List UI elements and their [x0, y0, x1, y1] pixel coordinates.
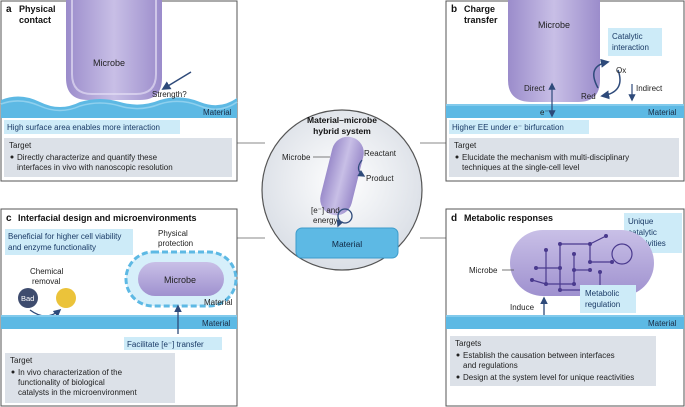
center-title: Material–microbe: [307, 115, 377, 125]
microbe-label: Microbe: [469, 266, 498, 275]
panel-a: Microbe Material Strength? a Physical co…: [0, 0, 238, 182]
benefit-text: Beneficial for higher cell viability: [8, 232, 121, 241]
panel-title: transfer: [464, 15, 498, 25]
unique-label: catalytic: [628, 228, 657, 237]
panel-b: Microbe Material b Charge transfer Catal…: [445, 0, 685, 182]
highlight-text: Higher EE under e⁻ birfurcation: [452, 123, 564, 132]
catalytic-label: Catalytic: [612, 32, 643, 41]
ox-label: Ox: [616, 66, 626, 75]
unique-label: Unique: [628, 217, 654, 226]
benefit-text: and enzyme functionality: [8, 243, 96, 252]
good-molecule: [56, 288, 76, 308]
target-item: techniques at the single-cell level: [462, 163, 580, 172]
microbe-cell: [138, 262, 224, 296]
target-item: interfaces in vivo with nanoscopic resol…: [17, 163, 173, 172]
center-hub: Material–microbe hybrid system Microbe R…: [261, 109, 423, 271]
target-title: Target: [454, 141, 477, 150]
target-title: Target: [10, 356, 33, 365]
microbe-label: Microbe: [538, 20, 570, 30]
panel-c: c Interfacial design and microenvironmen…: [0, 208, 238, 407]
bad-label: Bad: [21, 294, 34, 303]
target-title: Targets: [455, 339, 481, 348]
chemical-label: removal: [32, 277, 61, 286]
material-label: Material: [202, 319, 231, 328]
redox-arrow: [593, 58, 610, 89]
microbe-cell: [508, 0, 600, 102]
target-item: functionality of biological: [18, 378, 105, 387]
metabolic-nodes: [530, 234, 614, 292]
protection-label: protection: [158, 239, 193, 248]
energy-label: energy: [313, 216, 337, 225]
center-title: hybrid system: [313, 126, 371, 136]
panel-letter: d: [451, 213, 457, 224]
energy-label: [e⁻] and: [311, 206, 340, 215]
panel-title: Interfacial design and microenvironments: [18, 213, 197, 223]
protection-label: Physical: [158, 229, 188, 238]
energy-cycle: [337, 208, 353, 224]
target-item: Design at the system level for unique re…: [463, 373, 634, 382]
metabolic-label: regulation: [585, 300, 620, 309]
material-block: [295, 227, 399, 259]
target-item: and regulations: [463, 361, 518, 370]
electron-label: e⁻: [540, 108, 549, 117]
material-label: Material: [332, 239, 362, 249]
panel-d: d Metabolic responses Unique catalytic r…: [445, 208, 685, 407]
strength-label: Strength?: [152, 90, 187, 99]
material-label: Material: [648, 319, 677, 328]
highlight-text: High surface area enables more interacti…: [7, 123, 160, 132]
microbe-cell: [66, 0, 162, 100]
metabolic-label: Metabolic: [585, 289, 619, 298]
panel-letter: c: [6, 213, 12, 224]
reactant-label: Reactant: [364, 149, 397, 158]
facilitate-text: Facilitate [e⁻] transfer: [127, 340, 204, 349]
bad-molecule: [18, 288, 38, 308]
redox-arrow: [600, 69, 621, 100]
microbe-label: Microbe: [282, 153, 311, 162]
material-small-label: Material: [204, 298, 233, 307]
reaction-arrow: [357, 159, 366, 177]
direct-label: Direct: [524, 84, 546, 93]
chemical-label: Chemical: [30, 267, 64, 276]
induce-label: Induce: [510, 303, 535, 312]
target-item: catalysts in the microenvironment: [18, 388, 137, 397]
material-layer: [446, 104, 684, 118]
catalytic-label: interaction: [612, 43, 649, 52]
target-item: Directly characterize and quantify these: [17, 153, 158, 162]
red-label: Red: [581, 92, 596, 101]
microbe-label: Microbe: [93, 58, 125, 68]
panel-title: contact: [19, 15, 51, 25]
target-item: Elucidate the mechanism with multi-disci…: [462, 153, 629, 162]
target-title: Target: [9, 141, 32, 150]
target-item: Establish the causation between interfac…: [463, 351, 615, 360]
microbe-label: Microbe: [164, 275, 196, 285]
microbe-cell: [320, 136, 364, 216]
target-item: In vivo characterization of the: [18, 368, 123, 377]
panel-title: Physical: [19, 4, 56, 14]
panel-letter: a: [6, 4, 12, 15]
panel-letter: b: [451, 4, 457, 15]
material-label: Material: [648, 108, 677, 117]
material-layer: [446, 315, 684, 329]
product-label: Product: [366, 174, 394, 183]
strength-arrow: [161, 71, 192, 90]
panel-title: Metabolic responses: [464, 213, 553, 223]
material-label: Material: [203, 108, 232, 117]
panel-title: Charge: [464, 4, 495, 14]
indirect-label: Indirect: [636, 84, 663, 93]
